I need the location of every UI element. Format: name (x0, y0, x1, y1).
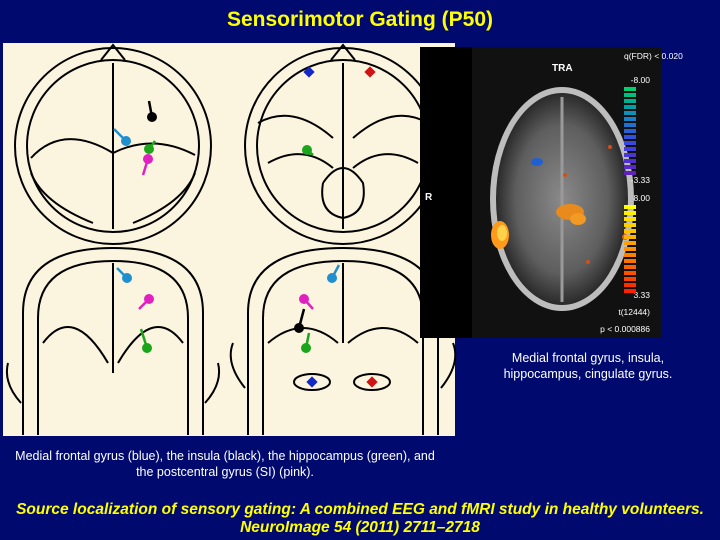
colorbar-swatch-neg (624, 153, 636, 157)
head-diagrams-panel (3, 43, 457, 436)
colorbar-swatch-pos (624, 289, 636, 293)
colorbar-stat-label: t(12444) (618, 307, 650, 317)
colorbar-swatch-pos (624, 265, 636, 269)
mri-view-label: TRA (552, 63, 573, 74)
colorbar-swatch-pos (624, 211, 636, 215)
colorbar-swatch-pos (624, 259, 636, 263)
head-diagrams (5, 43, 457, 435)
colorbar-tick-neg-min: -3.33 (631, 175, 651, 185)
colorbar-swatch-neg (624, 165, 636, 169)
colorbar-swatch-neg (624, 141, 636, 145)
mri-side-label: R (425, 192, 433, 203)
fmri-panel: TRA R q(FDR) < 0.020 -8.00 -3.33 8.00 3.… (420, 47, 683, 338)
colorbar-tick-neg-max: -8.00 (631, 75, 651, 85)
colorbar-swatch-pos (624, 283, 636, 287)
colorbar-swatch-pos (624, 235, 636, 239)
fmri-brain-slice: TRA R q(FDR) < 0.020 -8.00 -3.33 8.00 3.… (420, 47, 683, 338)
colorbar-swatch-neg (624, 159, 636, 163)
colorbar-swatch-pos (624, 223, 636, 227)
colorbar-swatch-pos (624, 271, 636, 275)
caption-left: Medial frontal gyrus (blue), the insula … (15, 449, 435, 479)
colorbar-swatch-neg (624, 147, 636, 151)
colorbar-tick-pos-min: 3.33 (633, 290, 650, 300)
colorbar-swatch-neg (624, 129, 636, 133)
colorbar-swatch-neg (624, 99, 636, 103)
colorbar-threshold: q(FDR) < 0.020 (624, 51, 683, 61)
colorbar-swatch-neg (624, 105, 636, 109)
colorbar-swatch-neg (624, 111, 636, 115)
head-top-view-left (14, 43, 212, 245)
colorbar-swatch-pos (624, 277, 636, 281)
colorbar-swatch-pos (624, 253, 636, 257)
citation: Source localization of sensory gating: A… (16, 501, 704, 536)
colorbar-swatch-neg (624, 171, 636, 175)
colorbar-swatch-neg (624, 135, 636, 139)
colorbar-swatch-neg (624, 117, 636, 121)
colorbar-tick-pos-max: 8.00 (633, 193, 650, 203)
colorbar-swatch-pos (624, 229, 636, 233)
colorbar-swatch-neg (624, 123, 636, 127)
colorbar-swatch-neg (624, 93, 636, 97)
colorbar-swatch-pos (624, 217, 636, 221)
colorbar-swatch-pos (624, 205, 636, 209)
slide-title: Sensorimotor Gating (P50) (226, 8, 494, 31)
colorbar-blocks (624, 87, 636, 293)
head-side-view-left (5, 246, 221, 435)
caption-right: Medial frontal gyrus, insula, hippocampu… (503, 351, 673, 381)
colorbar-swatch-neg (624, 87, 636, 91)
colorbar-p-value: p < 0.000886 (600, 324, 650, 334)
colorbar-swatch-pos (624, 241, 636, 245)
head-top-view-right (244, 43, 442, 245)
colorbar-swatch-pos (624, 247, 636, 251)
